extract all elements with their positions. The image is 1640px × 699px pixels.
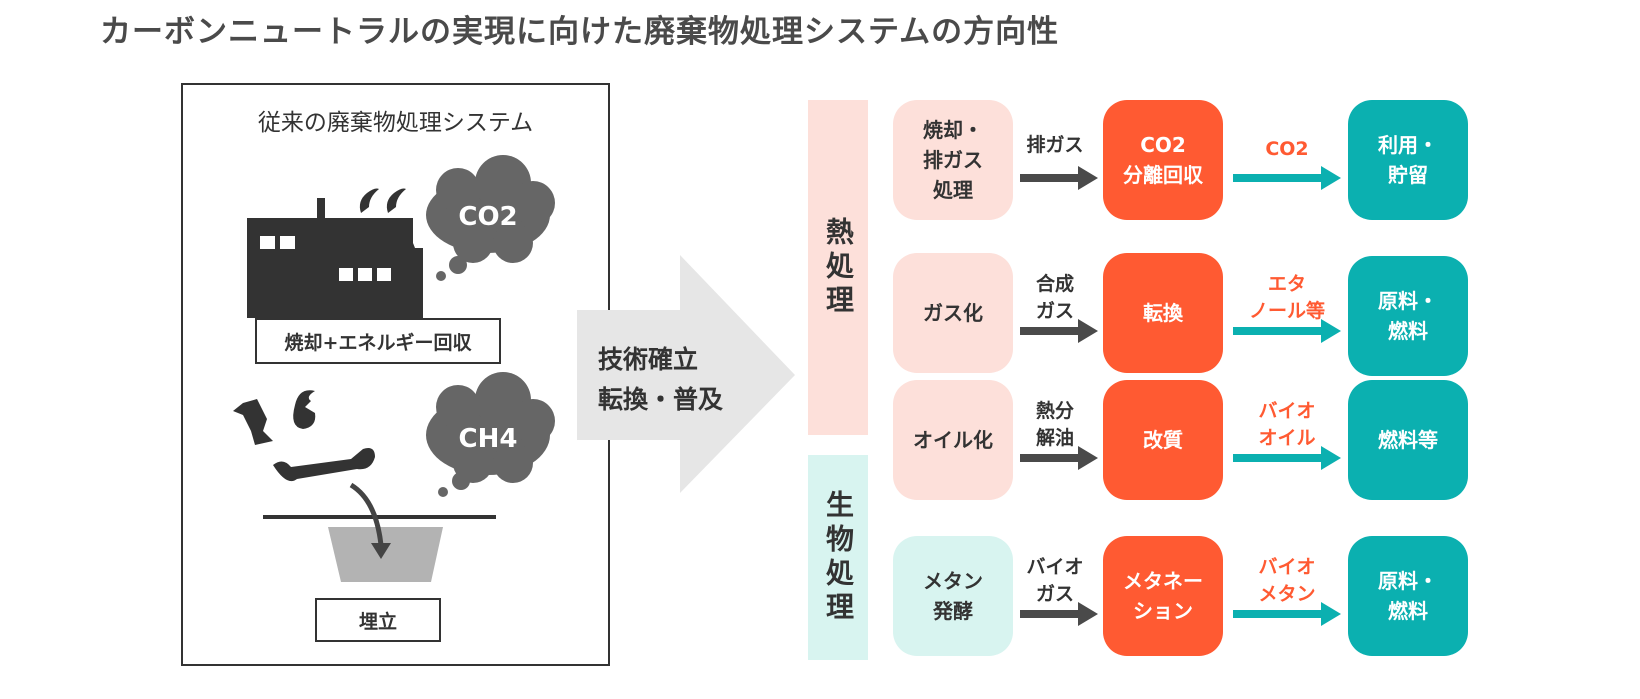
- food-waste-icon: [233, 390, 375, 482]
- output-box: 燃料等: [1348, 380, 1468, 500]
- source-box: 焼却・ 排ガス 処理: [893, 100, 1013, 220]
- category-thermal: 熱処理: [808, 100, 868, 435]
- transition-arrow: [577, 255, 795, 493]
- output-box: 原料・ 燃料: [1348, 536, 1468, 656]
- co2-cloud-label: CO2: [458, 202, 517, 232]
- category-biological: 生物処理: [808, 455, 868, 660]
- process-box: 改質: [1103, 380, 1223, 500]
- input-label: 熱分 解油: [1035, 400, 1074, 449]
- output-box: 利用・ 貯留: [1348, 100, 1468, 220]
- source-box: メタン 発酵: [893, 536, 1013, 656]
- ch4-cloud-label: CH4: [459, 424, 518, 454]
- incineration-label: 焼却+エネルギー回収: [255, 318, 501, 364]
- input-label: バイオ ガス: [1026, 556, 1084, 605]
- teal-arrow-icon: [1233, 602, 1341, 626]
- legacy-system-title: 従来の廃棄物処理システム: [257, 110, 534, 136]
- co2-cloud-icon: [426, 155, 555, 281]
- source-box: オイル化: [893, 380, 1013, 500]
- output-box: 原料・ 燃料: [1348, 256, 1468, 376]
- legacy-system-panel: 従来の廃棄物処理システム CO2 CH4: [181, 83, 610, 666]
- product-label: バイオ メタン: [1258, 556, 1316, 605]
- factory-icon: [247, 168, 519, 318]
- dark-arrow-icon: [1020, 166, 1098, 190]
- product-label: CO2: [1265, 138, 1309, 160]
- landfill-pit: [328, 527, 443, 582]
- dark-arrow-icon: [1020, 319, 1098, 343]
- product-label: エタ ノール等: [1248, 273, 1325, 322]
- ch4-cloud-icon: [426, 372, 555, 497]
- page-title: カーボンニュートラルの実現に向けた廃棄物処理システムの方向性: [100, 14, 1060, 50]
- source-box: ガス化: [893, 253, 1013, 373]
- product-label: バイオ オイル: [1258, 400, 1316, 449]
- process-box: メタネー ション: [1103, 536, 1223, 656]
- teal-arrow-icon: [1233, 166, 1341, 190]
- input-label: 排ガス: [1026, 134, 1084, 156]
- dark-arrow-icon: [1020, 602, 1098, 626]
- down-arrow-icon: [349, 482, 384, 546]
- process-box: CO2 分離回収: [1103, 100, 1223, 220]
- legacy-illustrations: CO2 CH4: [233, 155, 555, 582]
- transition-line1: 技術確立: [598, 345, 699, 374]
- process-box: 転換: [1103, 253, 1223, 373]
- dark-arrow-icon: [1020, 446, 1098, 470]
- transition-line2: 転換・普及: [598, 385, 724, 414]
- landfill-label: 埋立: [315, 598, 441, 642]
- transition-text: 技術確立 転換・普及: [598, 340, 723, 420]
- teal-arrow-icon: [1233, 446, 1341, 470]
- teal-arrow-icon: [1233, 319, 1341, 343]
- input-label: 合成 ガス: [1035, 273, 1074, 322]
